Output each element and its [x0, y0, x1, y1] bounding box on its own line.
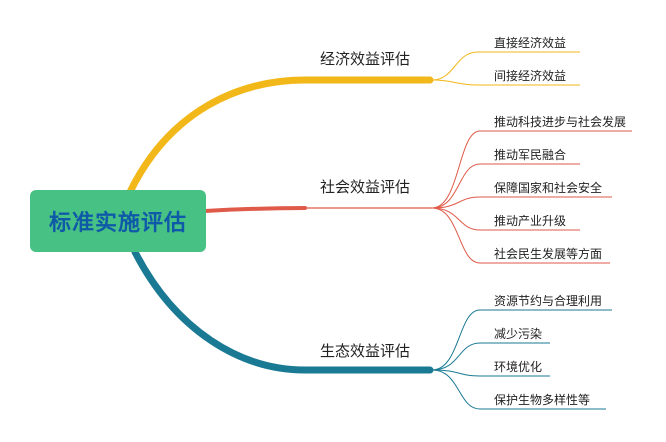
branch-economic[interactable]: 经济效益评估	[320, 50, 411, 68]
leaf-military-civil[interactable]: 推动军民融合	[494, 148, 567, 162]
leaf-connector	[431, 207, 610, 264]
leaf-industry-upgrade[interactable]: 推动产业升级	[494, 214, 567, 228]
root-topic[interactable]: 标准实施评估	[30, 190, 206, 252]
leaf-connector	[431, 196, 612, 209]
branch-ecological[interactable]: 生态效益评估	[320, 342, 411, 360]
leaf-resource-saving[interactable]: 资源节约与合理利用	[494, 294, 603, 308]
leaf-tech-progress[interactable]: 推动科技进步与社会发展	[494, 115, 627, 129]
leaf-connector	[431, 309, 612, 371]
leaf-environment[interactable]: 环境优化	[494, 360, 543, 374]
leaf-connector	[431, 130, 632, 209]
leaf-connector	[431, 369, 606, 410]
leaf-connector	[431, 369, 550, 377]
branch-social[interactable]: 社会效益评估	[320, 178, 411, 196]
leaf-biodiversity[interactable]: 保护生物多样性等	[494, 393, 591, 407]
leaf-connector	[431, 163, 580, 209]
root-topic-label: 标准实施评估	[48, 211, 187, 236]
leaf-connector	[431, 51, 580, 81]
leaf-pollution-reduction[interactable]: 减少污染	[494, 327, 543, 341]
leaf-direct-economic[interactable]: 直接经济效益	[494, 36, 567, 50]
leaf-indirect-economic[interactable]: 间接经济效益	[494, 69, 567, 83]
branch-connector-social	[203, 206, 307, 213]
leaf-connector	[431, 79, 580, 86]
branch-connector-economic	[126, 76, 434, 196]
leaf-connector	[431, 207, 580, 231]
leaf-livelihood[interactable]: 社会民生发展等方面	[494, 247, 603, 261]
leaf-national-security[interactable]: 保障国家和社会安全	[494, 181, 603, 195]
branch-connector-ecological	[131, 248, 434, 374]
leaf-connector	[431, 342, 550, 371]
